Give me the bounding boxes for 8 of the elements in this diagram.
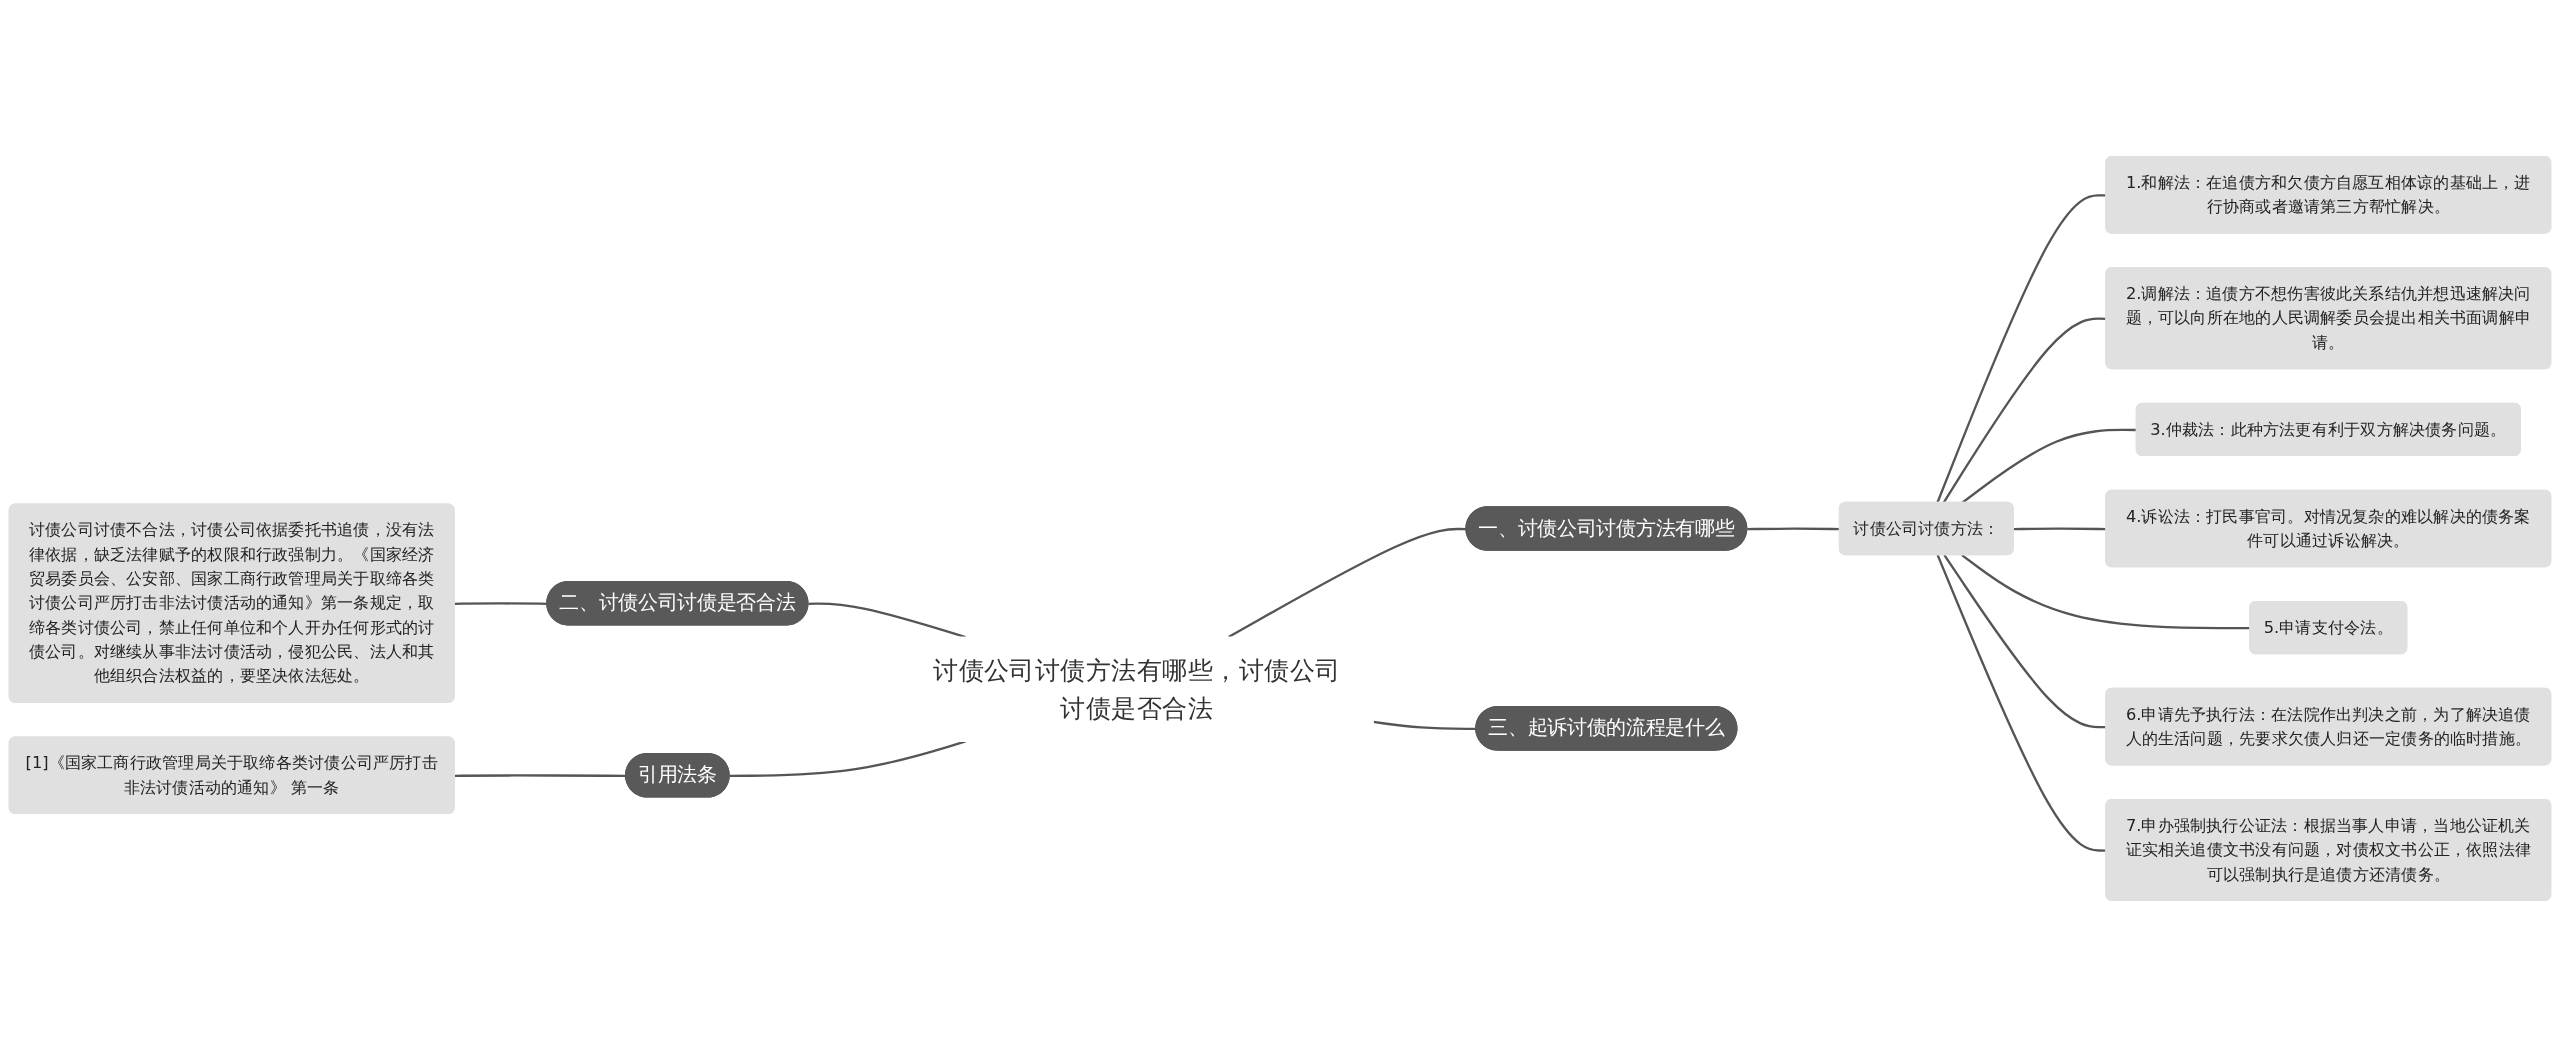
node-text: 讨债公司讨债方法有哪些，讨债公司讨债是否合法: [933, 655, 1341, 723]
connector: [808, 602, 966, 639]
connector: [1373, 720, 1477, 731]
connector: [1228, 527, 1467, 639]
connector: [454, 602, 548, 605]
connector: [1747, 527, 1840, 531]
connector: [729, 740, 966, 777]
connector: [1961, 428, 2137, 504]
